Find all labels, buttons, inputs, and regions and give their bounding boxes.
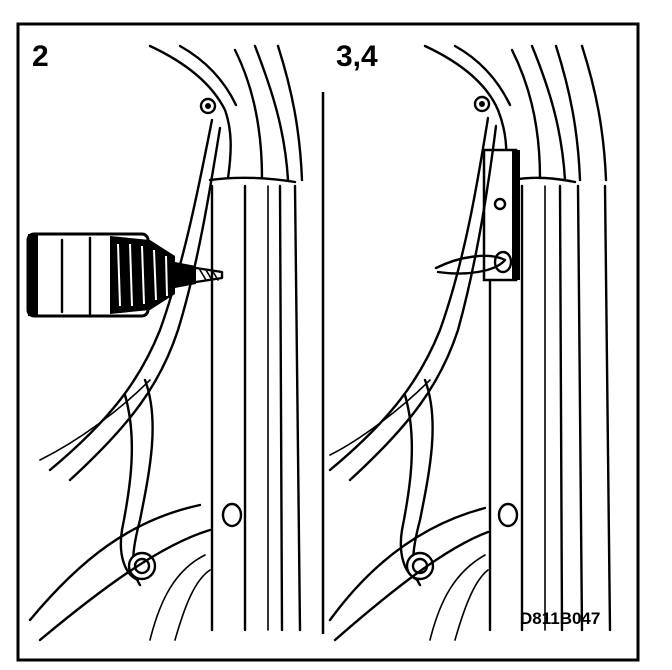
hole-right: [497, 502, 519, 528]
wire-loop: [434, 254, 507, 275]
outer-frame: [16, 22, 640, 662]
drill-icon: [26, 232, 224, 318]
figure-code: D811B047: [520, 609, 600, 628]
step-label-left: 2: [32, 40, 49, 73]
panel-left: [26, 44, 304, 642]
panel-right: [328, 44, 612, 642]
step-label-right: 3,4: [336, 40, 378, 73]
hole-left: [221, 502, 243, 528]
